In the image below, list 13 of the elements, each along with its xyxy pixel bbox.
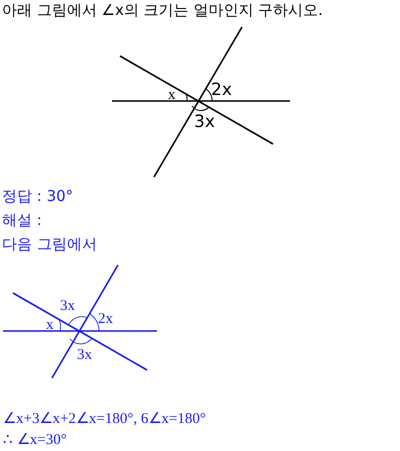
angle-label: 3x bbox=[194, 114, 215, 131]
angle-label: x bbox=[168, 88, 176, 103]
angle-label: 2x bbox=[211, 82, 232, 99]
explanation-heading: 해설 : bbox=[2, 213, 42, 228]
question-text: 아래 그림에서 ∠x의 크기는 얼마인지 구하시오. bbox=[2, 3, 323, 18]
equation-text: ∴ ∠x=30° bbox=[3, 433, 67, 448]
explanation-text: 다음 그림에서 bbox=[2, 237, 97, 252]
angle-label: 2x bbox=[98, 312, 113, 327]
angle-label: x bbox=[46, 318, 54, 333]
angle-label: 3x bbox=[77, 348, 92, 363]
equation-text: ∠x+3∠x+2∠x=180°, 6∠x=180° bbox=[3, 412, 206, 427]
answer-text: 정답 : 30° bbox=[2, 189, 74, 204]
angle-label: 3x bbox=[60, 299, 75, 314]
